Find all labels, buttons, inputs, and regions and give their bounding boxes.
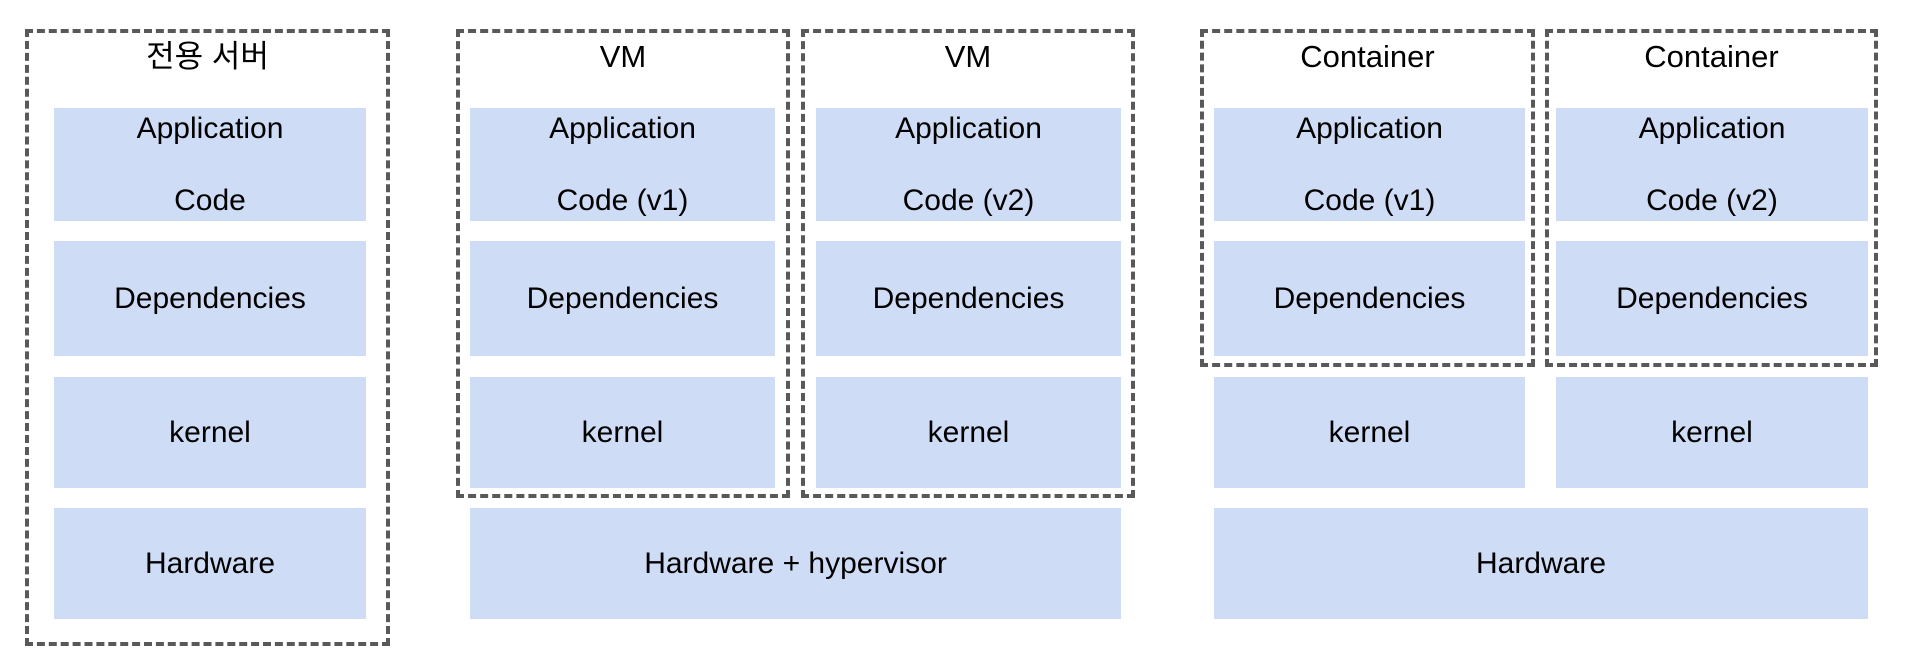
vm-1-dependencies-box: Dependencies [470,241,775,356]
vm-1-kernel-box: kernel [470,377,775,488]
container-2-application-code-box: Application Code (v2) [1556,108,1868,221]
vm-1-kernel-label: kernel [581,416,664,449]
container-kernel-right-box: kernel [1556,377,1868,488]
dedicated-application-code-box: Application Code [54,108,366,221]
dedicated-application-code-line1: Application [136,111,284,145]
container-kernel-right-label: kernel [1671,416,1753,449]
vm-2-application-code-line1: Application [895,111,1042,145]
dedicated-server-frame [25,29,390,646]
vm-1-application-code-line2: Code (v1) [556,183,689,217]
container-1-application-code-line1: Application [1296,111,1443,145]
container-kernel-left-box: kernel [1214,377,1525,488]
container-1-application-code-line2: Code (v1) [1303,183,1436,217]
dedicated-hardware-box: Hardware [54,508,366,619]
container-1-application-code-box: Application Code (v1) [1214,108,1525,221]
dedicated-dependencies-label: Dependencies [114,282,306,315]
dedicated-kernel-box: kernel [54,377,366,488]
vm-2-kernel-label: kernel [927,416,1010,449]
container-kernel-left-label: kernel [1328,416,1411,449]
vm-1-dependencies-label: Dependencies [526,282,719,315]
container-2-application-code-line2: Code (v2) [1646,183,1778,217]
container-1-dependencies-box: Dependencies [1214,241,1525,356]
vm-2-frame [801,29,1135,498]
vm-1-caption: VM [599,39,647,74]
vm-1-application-code-box: Application Code (v1) [470,108,775,221]
vm-hardware-hypervisor-box: Hardware + hypervisor [470,508,1121,619]
container-2-frame [1545,29,1878,367]
container-1-dependencies-label: Dependencies [1273,282,1466,315]
vm-2-caption: VM [944,39,992,74]
container-2-dependencies-label: Dependencies [1616,282,1808,315]
vm-hardware-hypervisor-label: Hardware + hypervisor [644,547,947,580]
dedicated-kernel-label: kernel [169,416,251,449]
container-1-frame [1200,29,1535,367]
vm-1-frame [456,29,790,498]
vm-2-kernel-box: kernel [816,377,1121,488]
container-2-application-code-line1: Application [1638,111,1786,145]
vm-1-application-code-line1: Application [549,111,696,145]
container-2-dependencies-box: Dependencies [1556,241,1868,356]
vm-2-application-code-line2: Code (v2) [902,183,1035,217]
dedicated-dependencies-box: Dependencies [54,241,366,356]
dedicated-application-code-line2: Code [174,183,246,217]
container-1-caption: Container [1300,39,1435,74]
container-hardware-label: Hardware [1475,547,1607,580]
dedicated-hardware-label: Hardware [144,547,276,580]
container-2-caption: Container [1644,39,1779,74]
vm-2-dependencies-label: Dependencies [872,282,1065,315]
vm-2-dependencies-box: Dependencies [816,241,1121,356]
vm-2-application-code-box: Application Code (v2) [816,108,1121,221]
dedicated-server-caption: 전용 서버 [146,39,269,74]
container-hardware-box: Hardware [1214,508,1868,619]
